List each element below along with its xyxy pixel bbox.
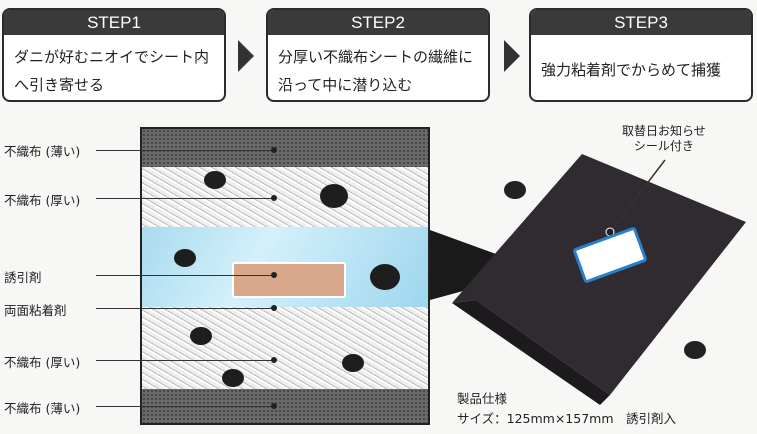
mite-icon: [190, 327, 212, 345]
spec-title: 製品仕様: [457, 391, 508, 406]
layer-label: 両面粘着剤: [4, 303, 67, 318]
mite-icon: [342, 354, 364, 372]
mite-icon: [222, 369, 244, 387]
mite-icon: [320, 184, 348, 208]
leader-line: [96, 147, 277, 153]
layer-thick-top: [142, 167, 428, 227]
leader-line: [96, 195, 277, 201]
layer-thin-top: [142, 129, 428, 167]
layer-label: 不織布 (厚い): [4, 193, 81, 208]
spec-detail: サイズ：125mm×157mm 誘引剤入: [457, 411, 677, 426]
leader-line: [96, 403, 277, 409]
arrow-right-icon: [238, 40, 254, 72]
step-title: STEP3: [531, 10, 751, 35]
mite-icon: [174, 249, 196, 267]
layer-thick-bottom: [142, 307, 428, 389]
step-title: STEP2: [268, 10, 488, 35]
layer-label: 不織布 (薄い): [4, 144, 81, 159]
layer-label: 誘引剤: [4, 270, 42, 285]
step-text: 分厚い不織布シートの繊維に沿って中に潜り込む: [278, 48, 474, 94]
mite-icon: [370, 264, 400, 290]
step-3: STEP3 強力粘着剤でからめて捕獲: [529, 8, 753, 102]
leader-line: [96, 357, 277, 363]
lure-pad: [232, 262, 346, 298]
step-text: 強力粘着剤でからめて捕獲: [541, 61, 722, 79]
layer-label: 不織布 (薄い): [4, 401, 81, 416]
mite-icon: [204, 171, 226, 189]
arrow-right-icon: [504, 40, 520, 72]
date-sticker: [573, 227, 647, 283]
step-title: STEP1: [4, 10, 224, 35]
step-1: STEP1 ダニが好むニオイでシート内へ引き寄せる: [2, 8, 226, 102]
step-2: STEP2 分厚い不織布シートの繊維に沿って中に潜り込む: [266, 8, 490, 102]
leader-line: [96, 272, 277, 278]
step-text: ダニが好むニオイでシート内へ引き寄せる: [14, 48, 210, 94]
sticker-note: 取替日お知らせ シール付き: [622, 124, 706, 153]
cross-section-diagram: [140, 127, 430, 425]
layer-label: 不織布 (厚い): [4, 355, 81, 370]
leader-line: [96, 305, 277, 311]
